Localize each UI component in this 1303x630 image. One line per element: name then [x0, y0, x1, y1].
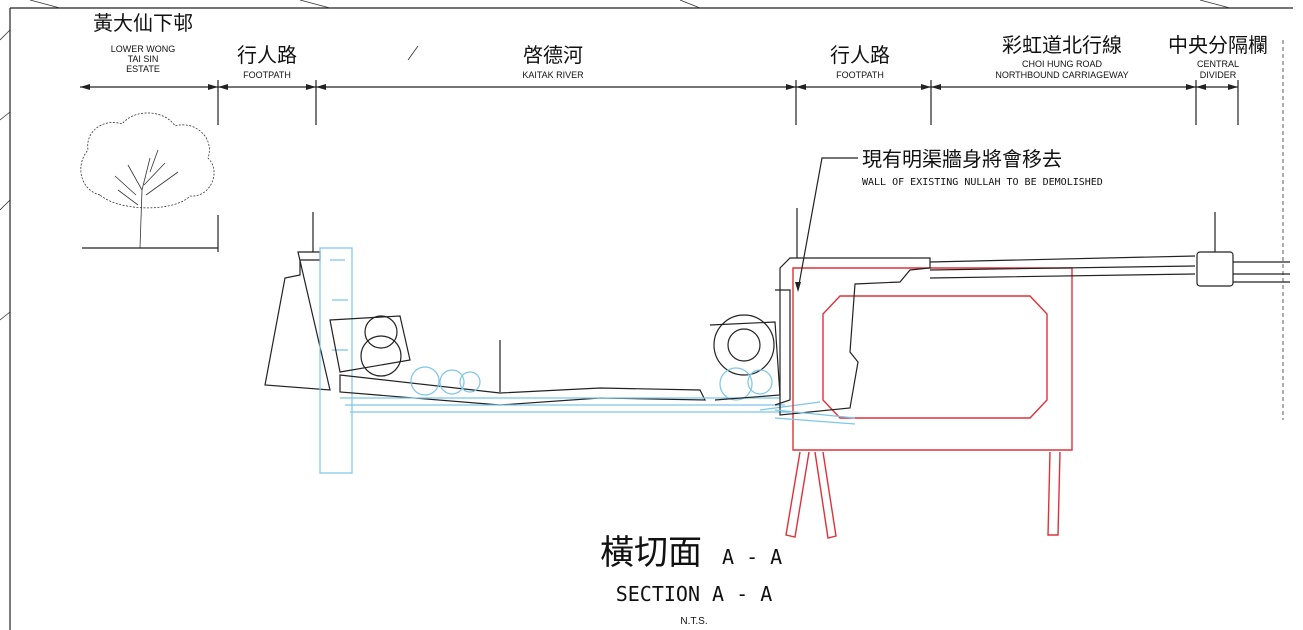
left-bank-structure: [264, 212, 353, 474]
label-en: KAITAK RIVER: [522, 70, 584, 80]
annotation-cn: 現有明渠牆身將會移去: [862, 147, 1062, 171]
label-lower-wong-tai-sin: 黃大仙下邨 LOWER WONG TAI SIN ESTATE: [93, 11, 193, 74]
label-en: CENTRAL: [1197, 59, 1239, 69]
section-title: 橫切面 A - A SECTION A - A N.T.S.: [600, 533, 782, 627]
label-cn: 行人路: [830, 43, 890, 67]
title-cn-suffix: A - A: [722, 545, 782, 569]
label-en: ESTATE: [126, 64, 160, 74]
label-kaitak-river: 啓德河 KAITAK RIVER: [522, 43, 584, 80]
label-cn: 啓德河: [523, 43, 583, 67]
label-central-divider: 中央分隔欄 CENTRAL DIVIDER: [1168, 33, 1268, 80]
dimension-line: [80, 80, 1239, 125]
label-en: FOOTPATH: [243, 70, 291, 80]
title-en: SECTION A - A: [616, 582, 773, 606]
tree-symbol: [80, 112, 219, 252]
label-cn: 行人路: [237, 43, 297, 67]
label-choi-hung-road: 彩虹道北行線 CHOI HUNG ROAD NORTHBOUND CARRIAG…: [995, 33, 1128, 80]
label-cn: 黃大仙下邨: [93, 11, 193, 35]
label-en: NORTHBOUND CARRIAGEWAY: [995, 70, 1128, 80]
demolition-annotation: 現有明渠牆身將會移去 WALL OF EXISTING NULLAH TO BE…: [795, 147, 1103, 292]
title-cn: 橫切面: [600, 533, 702, 573]
label-cn: 彩虹道北行線: [1002, 33, 1122, 57]
scale-note: N.T.S.: [680, 616, 707, 627]
label-en: CHOI HUNG ROAD: [1022, 59, 1103, 69]
riverbed: [329, 314, 821, 413]
pen-mark: [407, 45, 419, 61]
label-footpath-left: 行人路 FOOTPATH: [237, 43, 297, 80]
label-en: DIVIDER: [1200, 70, 1237, 80]
label-footpath-right: 行人路 FOOTPATH: [830, 43, 890, 80]
label-en: LOWER WONG: [111, 44, 176, 54]
label-en: TAI SIN: [128, 54, 159, 64]
label-en: FOOTPATH: [836, 70, 884, 80]
right-bank-structure: [774, 208, 1290, 425]
annotation-en: WALL OF EXISTING NULLAH TO BE DEMOLISHED: [862, 177, 1103, 188]
label-cn: 中央分隔欄: [1168, 33, 1268, 57]
proposed-box-culvert: [785, 267, 1073, 539]
